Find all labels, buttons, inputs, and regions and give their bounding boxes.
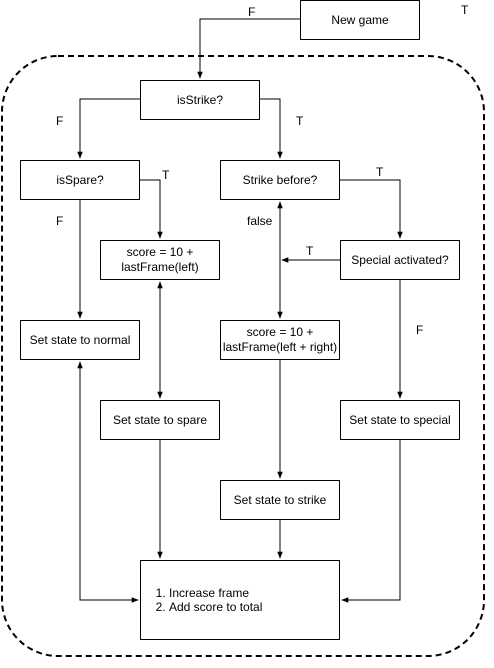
edge-isstrike-isspare bbox=[77, 98, 140, 159]
node-new-game: New game bbox=[300, 0, 420, 40]
node-set-strike: Set state to strike bbox=[220, 480, 340, 520]
edge-isspare-scorespare bbox=[140, 179, 163, 239]
label-special-t: T bbox=[306, 244, 314, 258]
label-isstrike-f: F bbox=[56, 114, 64, 128]
node-set-spare-text: Set state to spare bbox=[112, 412, 208, 427]
node-is-spare: isSpare? bbox=[20, 160, 140, 200]
node-score-spare-line1: score = 10 + bbox=[126, 245, 194, 259]
label-isstrike-t: T bbox=[296, 114, 304, 128]
node-is-strike: isStrike? bbox=[140, 80, 260, 120]
node-set-normal: Set state to normal bbox=[20, 320, 140, 360]
node-special-activated: Special activated? bbox=[340, 240, 460, 280]
node-score-spare-line2: lastFrame(left) bbox=[121, 260, 199, 274]
node-special-activated-text: Special activated? bbox=[351, 252, 449, 267]
node-score-strike: score = 10 + lastFrame(left + right) bbox=[220, 320, 340, 360]
node-score-spare: score = 10 + lastFrame(left) bbox=[100, 240, 220, 280]
node-set-strike-text: Set state to strike bbox=[233, 492, 327, 507]
node-set-spare: Set state to spare bbox=[100, 400, 220, 440]
node-set-normal-text: Set state to normal bbox=[29, 332, 131, 347]
final-step-1: Increase frame bbox=[169, 586, 262, 600]
label-newgame-t: T bbox=[461, 3, 469, 17]
final-step-2: Add score to total bbox=[169, 600, 262, 614]
edge-strikebefore-special bbox=[340, 179, 403, 239]
edge-setspecial-final bbox=[341, 440, 401, 603]
node-is-spare-text: isSpare? bbox=[56, 172, 104, 187]
edge-isstrike-strikebefore bbox=[260, 98, 283, 159]
label-strikebefore-t: T bbox=[376, 165, 384, 179]
node-score-strike-line1: score = 10 + bbox=[246, 325, 314, 339]
node-score-strike-line2: lastFrame(left + right) bbox=[222, 340, 338, 354]
node-final-steps: Increase frame Add score to total bbox=[140, 560, 340, 640]
node-set-special-text: Set state to special bbox=[349, 412, 451, 427]
label-special-f: F bbox=[416, 323, 424, 337]
node-strike-before-text: Strike before? bbox=[242, 172, 318, 187]
label-isspare-t: T bbox=[162, 168, 170, 182]
label-strikebefore-false: false bbox=[247, 214, 273, 228]
label-newgame-f: F bbox=[248, 5, 256, 19]
label-isspare-f: F bbox=[56, 214, 64, 228]
node-new-game-text: New game bbox=[331, 12, 389, 27]
edge-newgame-isstrike bbox=[197, 18, 300, 79]
final-steps-list: Increase frame Add score to total bbox=[141, 586, 262, 614]
loop-container bbox=[1, 55, 485, 657]
edge-final-normal bbox=[77, 361, 139, 603]
node-strike-before: Strike before? bbox=[220, 160, 340, 200]
node-is-strike-text: isStrike? bbox=[176, 92, 223, 107]
node-set-special: Set state to special bbox=[340, 400, 460, 440]
